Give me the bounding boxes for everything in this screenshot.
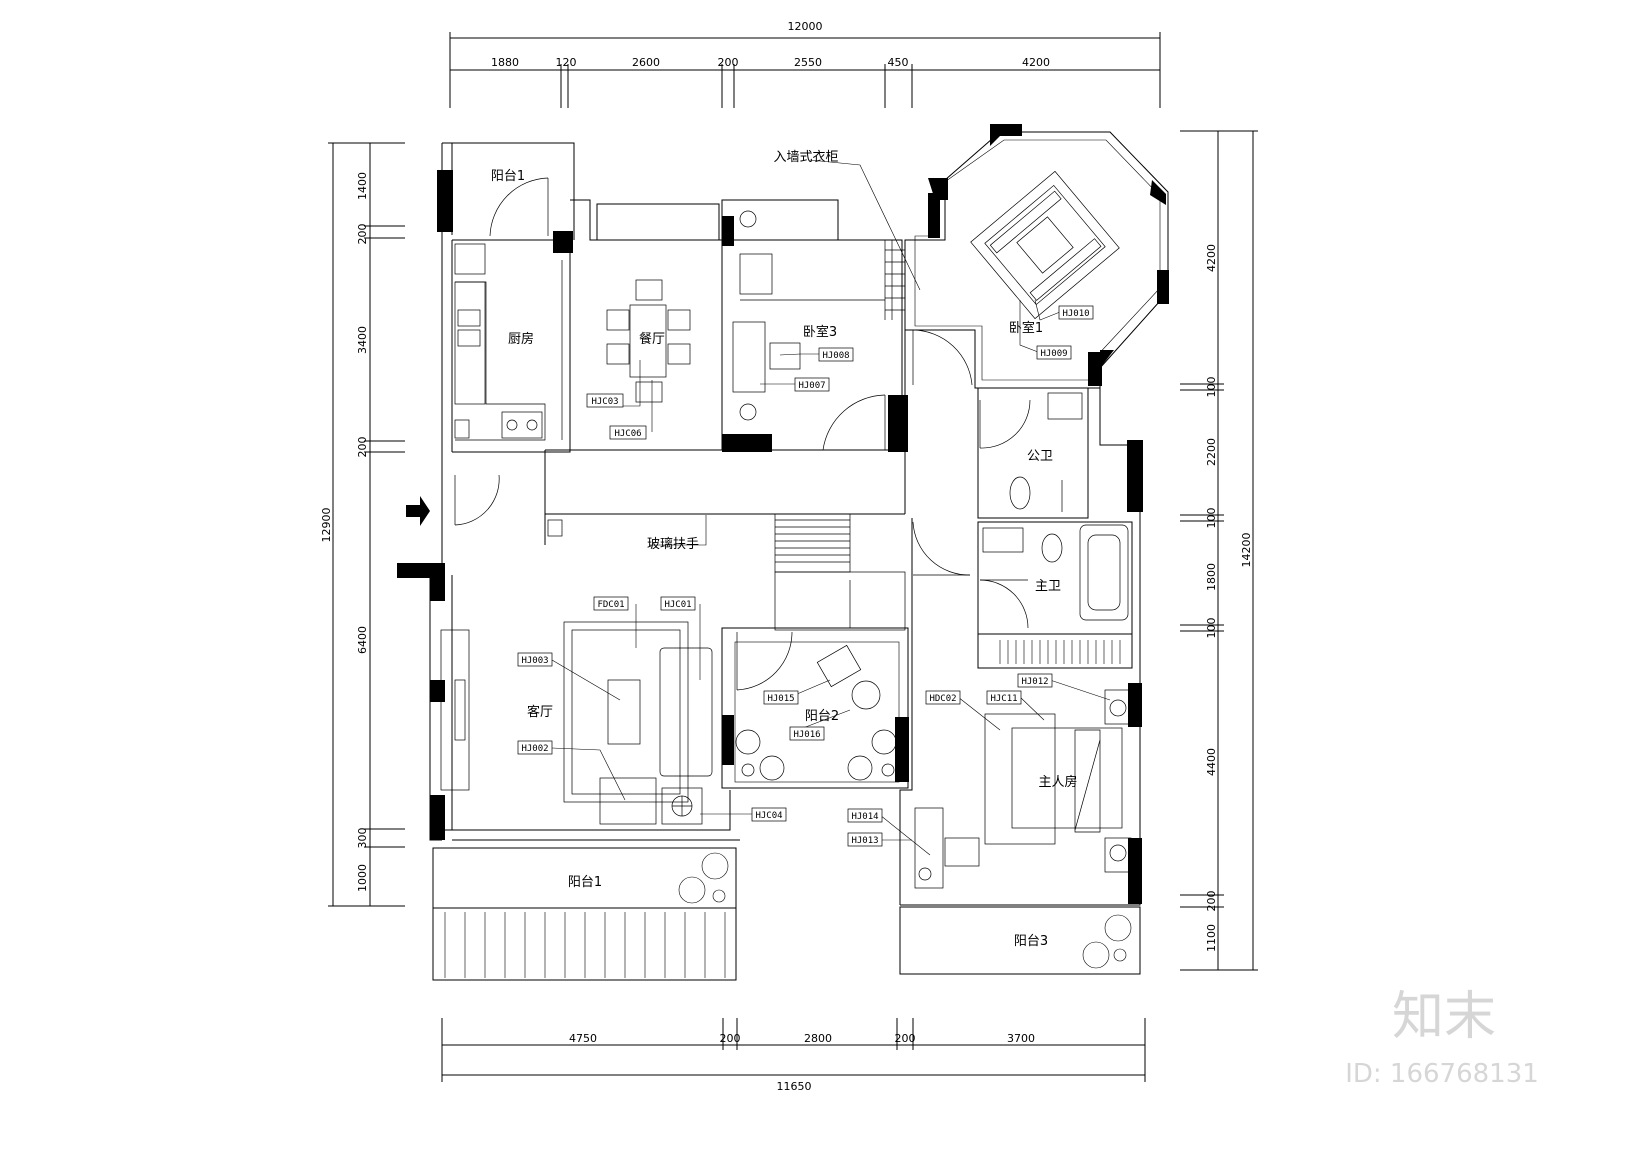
watermark-brand: 知末 [1392,987,1496,1047]
label-public-bath: 公卫 [1027,449,1053,464]
label-balcony2: 阳台2 [805,709,839,724]
tag-hj010: HJ010 [1062,309,1089,319]
dim-top-7: 4200 [1022,56,1050,69]
balcony1-slats [444,852,1132,978]
dim-right-9: 1100 [1205,924,1218,952]
dim-left-7: 1000 [356,864,369,892]
label-bedroom1: 卧室1 [1009,320,1043,336]
dim-left-total: 12900 [320,508,333,543]
bedroom3-furniture [732,210,885,421]
dim-top-4: 200 [718,56,739,69]
kitchen-fixtures [454,243,563,441]
tag-hjc03: HJC03 [591,397,618,407]
tag-hdc02: HDC02 [929,694,956,704]
tag-hj014: HJ014 [851,812,878,822]
label-balcony1-bottom: 阳台1 [568,875,602,890]
tag-hjc04: HJC04 [755,811,782,821]
furniture-tags: HJC03 HJC06 HJ008 HJ007 HJ010 HJ009 FDC0… [517,305,1094,847]
walls [429,131,1169,981]
tag-leaders [551,159,1111,856]
watermark-id: ID: 166768131 [1345,1059,1539,1089]
dim-right-8: 200 [1205,891,1218,912]
top-dimension-chain: 12000 1880 120 2600 200 2550 450 4200 [449,20,1161,108]
watermark: 知末 ID: 166768131 [1345,987,1539,1089]
dim-right-6: 100 [1205,618,1218,639]
dim-bottom-5: 3700 [1007,1032,1035,1045]
dim-bottom-2: 200 [720,1032,741,1045]
door-swings [454,177,1031,691]
label-balcony3: 阳台3 [1014,934,1048,949]
bath-fixtures [982,392,1129,621]
label-kitchen: 厨房 [508,331,534,347]
dim-right-2: 100 [1205,377,1218,398]
dim-bottom-3: 2800 [804,1032,832,1045]
label-living: 客厅 [527,704,553,720]
tag-hjc06: HJC06 [614,429,641,439]
bottom-dimension-chain: 4750 200 2800 200 3700 11650 [441,1018,1146,1093]
tag-hj008: HJ008 [822,351,849,361]
master-bedroom-furniture [914,689,1132,889]
tag-hj012: HJ012 [1021,677,1048,687]
dim-left-4: 200 [356,437,369,458]
tag-hj007: HJ007 [798,381,825,391]
tag-hj003: HJ003 [521,656,548,666]
dim-right-3: 2200 [1205,438,1218,466]
wall-columns [397,124,1169,904]
dim-left-2: 200 [356,224,369,245]
dim-left-3: 3400 [356,326,369,354]
dim-top-5: 2550 [794,56,822,69]
dim-right-total: 14200 [1240,533,1253,568]
label-master-bath: 主卫 [1035,579,1061,594]
dim-bottom-1: 4750 [569,1032,597,1045]
tag-hj015: HJ015 [767,694,794,704]
wardrobe-slats [999,640,1121,664]
dim-top-1: 1880 [491,56,519,69]
dim-right-5: 1800 [1205,563,1218,591]
dim-bottom-4: 200 [895,1032,916,1045]
balcony2-furniture [735,644,897,781]
bedroom1-bed [970,170,1120,320]
dim-bottom-total: 11650 [777,1080,812,1093]
stairs [774,240,906,631]
dim-right-1: 4200 [1205,244,1218,272]
tag-hjc11: HJC11 [990,694,1017,704]
living-furniture [440,519,713,825]
tag-hj009: HJ009 [1040,349,1067,359]
label-master-bedroom: 主人房 [1038,774,1077,790]
label-dining: 餐厅 [639,331,665,347]
dim-top-3: 2600 [632,56,660,69]
dim-right-7: 4400 [1205,748,1218,776]
dim-right-4: 100 [1205,508,1218,529]
tag-hj013: HJ013 [851,836,878,846]
left-dimension-chain: 1400 200 3400 200 6400 300 1000 12900 [320,142,405,907]
room-labels: 阳台1 厨房 餐厅 卧室3 卧室1 入墙式衣柜 公卫 主卫 玻璃扶手 客厅 阳台… [491,149,1078,949]
label-handrail: 玻璃扶手 [647,537,699,552]
right-dimension-chain: 4200 100 2200 100 1800 100 4400 200 1100… [1180,130,1258,971]
tag-hj002: HJ002 [521,744,548,754]
label-bedroom3: 卧室3 [803,324,837,340]
tag-fdc01: FDC01 [597,600,624,610]
dining-table [606,279,691,403]
tag-hjc01: HJC01 [664,600,691,610]
dim-left-1: 1400 [356,172,369,200]
tag-hj016: HJ016 [793,730,820,740]
dim-left-5: 6400 [356,626,369,654]
dim-top-2: 120 [556,56,577,69]
dim-left-6: 300 [356,828,369,849]
dim-top-total: 12000 [788,20,823,33]
label-balcony1-top: 阳台1 [491,169,525,184]
dim-top-6: 450 [888,56,909,69]
label-wardrobe: 入墙式衣柜 [773,149,838,165]
